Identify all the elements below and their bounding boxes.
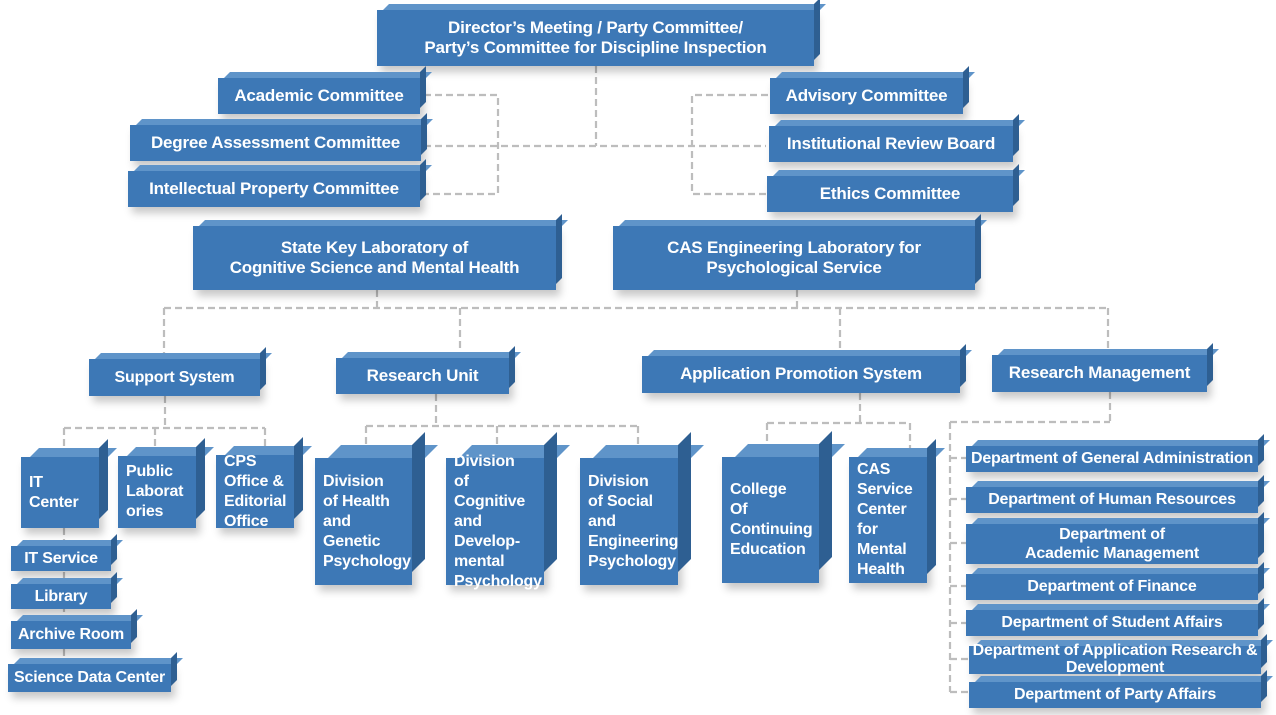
advisory-committee-box: Advisory Committee xyxy=(770,78,963,114)
health-genetic-division-label: Division of Health and Genetic Psycholog… xyxy=(323,472,411,570)
dept-academic-management-label: Department of Academic Management xyxy=(1024,525,1200,562)
mental-health-service-center-box: CAS Service Center for Mental Health xyxy=(849,457,927,583)
cps-office-label: CPS Office & Editorial Office xyxy=(224,452,287,530)
connector-labs xyxy=(162,290,1110,357)
archive-room-box: Archive Room xyxy=(11,621,131,649)
dept-student-affairs-box: Department of Student Affairs xyxy=(966,610,1258,636)
dept-application-research-box: Department of Application Research & Dev… xyxy=(969,642,1261,676)
research-unit-box: Research Unit xyxy=(336,358,509,394)
dept-application-research-label: Department of Application Research & Dev… xyxy=(972,642,1258,676)
dept-academic-management-box: Department of Academic Management xyxy=(966,524,1258,564)
cognitive-developmental-division-label: Division of Cognitive and Develop- menta… xyxy=(454,452,542,590)
science-data-center-box: Science Data Center xyxy=(8,664,171,692)
connector-management xyxy=(948,392,1112,694)
archive-room-label: Archive Room xyxy=(17,626,125,644)
mental-health-service-center-label: CAS Service Center for Mental Health xyxy=(857,461,913,578)
application-promotion-system-label: Application Promotion System xyxy=(680,364,922,384)
social-engineering-division-box: Division of Social and Engineering Psych… xyxy=(580,458,678,585)
connector-support xyxy=(62,396,267,448)
connector-right-committees xyxy=(690,93,768,196)
library-box: Library xyxy=(11,584,111,609)
ethics-committee-box: Ethics Committee xyxy=(767,176,1013,212)
dept-general-administration-label: Department of General Administration xyxy=(970,450,1254,468)
public-laboratories-box: Public Laborat ories xyxy=(118,456,196,528)
health-genetic-division-box: Division of Health and Genetic Psycholog… xyxy=(315,458,412,585)
cas-engineering-lab-line2: Psychological Service xyxy=(706,258,882,277)
it-service-box: IT Service xyxy=(11,546,111,571)
degree-assessment-committee-label: Degree Assessment Committee xyxy=(150,132,401,152)
support-system-label: Support System xyxy=(114,368,235,386)
it-center-label: IT Center xyxy=(29,473,79,511)
application-promotion-system-box: Application Promotion System xyxy=(642,356,960,393)
dept-party-affairs-box: Department of Party Affairs xyxy=(969,682,1261,708)
cas-engineering-lab-line1: CAS Engineering Laboratory for xyxy=(667,237,921,257)
degree-assessment-committee-box: Degree Assessment Committee xyxy=(130,125,421,161)
it-center-box: IT Center xyxy=(21,457,99,528)
institutional-review-board-box: Institutional Review Board xyxy=(769,126,1013,162)
directors-meeting-line2: Party’s Committee for Discipline Inspect… xyxy=(424,38,767,57)
dept-finance-label: Department of Finance xyxy=(1027,578,1197,596)
cas-engineering-lab-box: CAS Engineering Laboratory for Psycholog… xyxy=(613,226,975,290)
connector-left-committees xyxy=(424,93,766,196)
library-label: Library xyxy=(34,587,88,605)
continuing-education-college-label: College Of Continuing Education xyxy=(730,481,813,558)
dept-general-administration-box: Department of General Administration xyxy=(966,446,1258,472)
dept-human-resources-box: Department of Human Resources xyxy=(966,487,1258,513)
dept-party-affairs-label: Department of Party Affairs xyxy=(1013,686,1217,704)
academic-committee-label: Academic Committee xyxy=(234,85,404,105)
dept-student-affairs-label: Department of Student Affairs xyxy=(1001,614,1223,632)
support-system-box: Support System xyxy=(89,359,260,396)
research-unit-label: Research Unit xyxy=(366,365,479,385)
continuing-education-college-box: College Of Continuing Education xyxy=(722,457,819,583)
academic-committee-box: Academic Committee xyxy=(218,78,420,114)
research-management-box: Research Management xyxy=(992,355,1207,392)
state-key-lab-box: State Key Laboratory of Cognitive Scienc… xyxy=(193,226,556,290)
dept-finance-box: Department of Finance xyxy=(966,574,1258,600)
advisory-committee-label: Advisory Committee xyxy=(785,85,948,105)
cps-office-box: CPS Office & Editorial Office xyxy=(216,453,294,530)
public-laboratories-label: Public Laborat ories xyxy=(126,463,184,520)
it-service-label: IT Service xyxy=(24,549,98,567)
directors-meeting-line1: Director’s Meeting / Party Committee/ xyxy=(448,17,743,37)
connector-research xyxy=(364,394,640,446)
directors-meeting-box: Director’s Meeting / Party Committee/ Pa… xyxy=(377,10,814,66)
social-engineering-division-label: Division of Social and Engineering Psych… xyxy=(588,472,679,570)
cognitive-developmental-division-box: Division of Cognitive and Develop- menta… xyxy=(446,453,544,590)
intellectual-property-committee-label: Intellectual Property Committee xyxy=(149,178,399,198)
ethics-committee-label: Ethics Committee xyxy=(819,183,961,203)
state-key-lab-line1: State Key Laboratory of xyxy=(280,237,469,257)
research-management-label: Research Management xyxy=(1008,363,1191,383)
intellectual-property-committee-box: Intellectual Property Committee xyxy=(128,171,420,207)
connector-application xyxy=(765,393,912,448)
state-key-lab-line2: Cognitive Science and Mental Health xyxy=(229,258,520,277)
science-data-center-label: Science Data Center xyxy=(14,669,165,687)
dept-human-resources-label: Department of Human Resources xyxy=(988,491,1236,509)
institutional-review-board-label: Institutional Review Board xyxy=(786,133,996,153)
